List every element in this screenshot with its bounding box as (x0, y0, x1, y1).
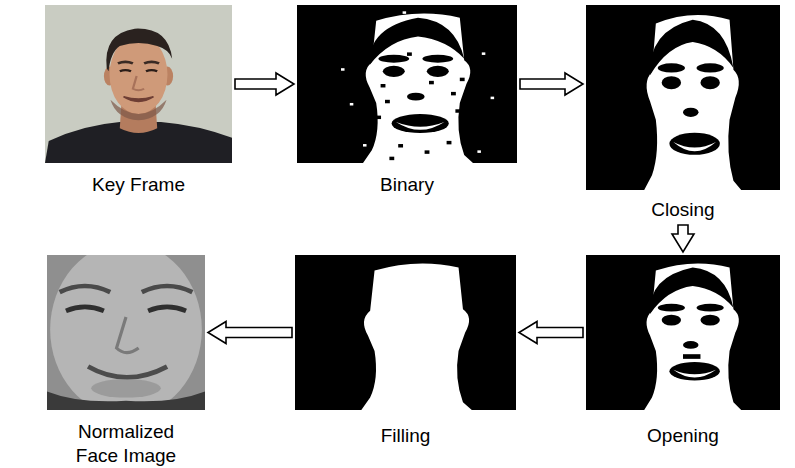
image-caption: Closing (586, 198, 780, 222)
image-panel: Opening (586, 255, 780, 448)
picture (586, 5, 780, 190)
image-panel: Normalized Face Image (47, 255, 205, 468)
block-arrow (235, 73, 294, 95)
image-panel: Closing (586, 5, 780, 222)
image-panel: Filling (295, 255, 516, 448)
block-arrow (672, 225, 694, 252)
image-caption: Filling (295, 424, 516, 448)
image-frame (295, 255, 516, 410)
block-arrow (208, 322, 292, 344)
picture (45, 5, 232, 163)
image-frame (586, 255, 780, 410)
image-panel: Binary (297, 5, 517, 197)
image-caption: Normalized Face Image (61, 420, 191, 468)
picture (586, 255, 780, 410)
image-caption: Key Frame (45, 173, 232, 197)
image-frame (586, 5, 780, 190)
block-arrow (520, 73, 583, 95)
block-arrow (519, 322, 583, 344)
picture (47, 255, 205, 410)
picture (297, 5, 517, 163)
image-frame (297, 5, 517, 163)
image-panel: Key Frame (45, 5, 232, 197)
image-caption: Opening (586, 424, 780, 448)
image-frame (47, 255, 205, 410)
image-caption: Binary (297, 173, 517, 197)
image-frame (45, 5, 232, 163)
picture (295, 255, 516, 410)
